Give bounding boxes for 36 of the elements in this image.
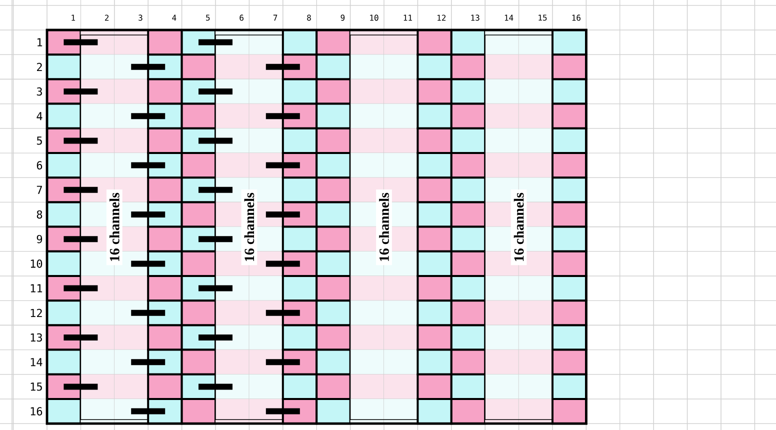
column-number: 10 (370, 14, 378, 21)
column-number: 5 (206, 14, 210, 21)
row-number: 16 (30, 407, 42, 416)
row-number: 8 (36, 210, 42, 219)
column-number: 4 (172, 14, 176, 21)
column-number: 16 (572, 14, 580, 21)
column-number: 15 (538, 14, 547, 21)
column-number: 13 (471, 14, 480, 21)
column-number: 1 (72, 14, 75, 21)
row-number: 11 (30, 284, 42, 292)
row-number: 9 (36, 234, 42, 244)
row-number: 3 (36, 87, 42, 96)
row-number: 5 (36, 136, 42, 145)
row-number: 12 (30, 308, 42, 317)
row-number: 13 (30, 333, 42, 342)
channel-band: 16 channels (80, 34, 148, 420)
row-number: 10 (30, 260, 42, 268)
column-number: 9 (340, 14, 345, 21)
channel-band: 16 channels (350, 34, 418, 420)
row-number: 2 (37, 62, 42, 71)
row-number: 6 (36, 161, 42, 170)
row-number: 7 (36, 186, 42, 194)
column-number: 3 (138, 14, 142, 21)
column-number: 14 (504, 14, 514, 21)
row-number: 15 (30, 382, 42, 391)
row-number: 14 (30, 358, 42, 366)
column-number: 11 (404, 14, 412, 21)
row-number: 1 (38, 38, 42, 46)
column-number: 8 (307, 14, 311, 21)
channel-band: 16 channels (215, 34, 284, 420)
column-number: 12 (438, 14, 446, 21)
column-number: 2 (105, 14, 109, 21)
row-number: 4 (36, 112, 42, 120)
column-number: 7 (273, 14, 278, 21)
column-number: 6 (240, 14, 244, 21)
channel-band: 16 channels (484, 34, 553, 420)
